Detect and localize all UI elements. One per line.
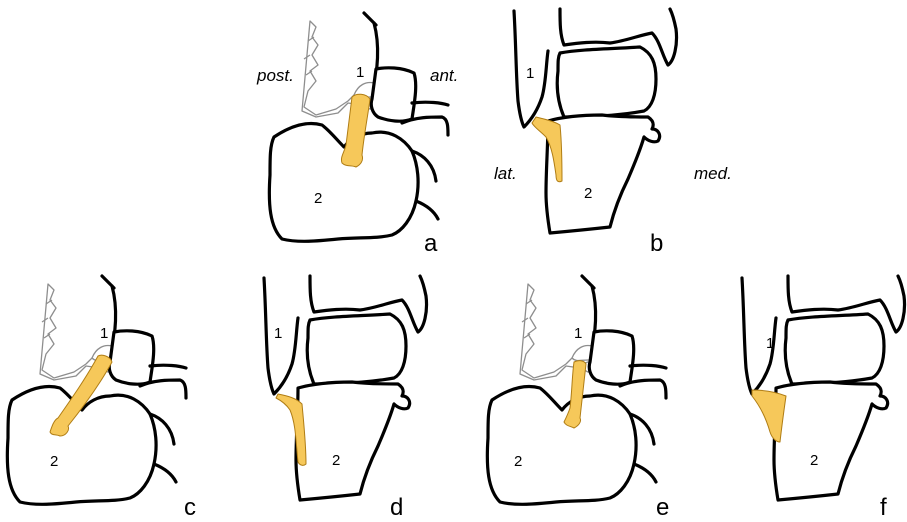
panel-letter-f: f — [880, 494, 887, 521]
panel-letter-b: b — [650, 230, 663, 257]
ligament-f — [752, 390, 786, 442]
panel-letter-d: d — [390, 494, 403, 521]
label-medial: med. — [694, 164, 732, 183]
ligament-d — [276, 394, 306, 465]
panel-letter-a: a — [424, 230, 438, 257]
bone-label-2: 2 — [50, 453, 58, 470]
bone-label-2: 2 — [332, 452, 340, 469]
panel-c: 1 2 c — [7, 276, 196, 521]
panel-f: 1 2 f — [742, 276, 905, 521]
panel-letter-e: e — [656, 494, 669, 521]
panel-letter-c: c — [184, 494, 196, 521]
bone-label-2: 2 — [314, 190, 322, 207]
bone-label-1: 1 — [766, 335, 774, 352]
bone-label-1: 1 — [356, 64, 364, 81]
bone-label-2: 2 — [810, 452, 818, 469]
bone-label-2: 2 — [514, 453, 522, 470]
bone-label-1: 1 — [100, 325, 108, 342]
panel-a: 1 2 a — [269, 13, 448, 257]
panel-e: 1 2 e — [487, 276, 669, 521]
bone-label-1: 1 — [526, 65, 534, 82]
label-lateral: lat. — [494, 164, 517, 183]
bone-label-1: 1 — [574, 325, 582, 342]
label-posterior: post. — [256, 66, 294, 85]
bone-label-2: 2 — [584, 185, 592, 202]
panel-d: 1 2 d — [264, 276, 427, 521]
label-anterior: ant. — [430, 66, 458, 85]
panel-b: 1 2 b — [514, 9, 677, 257]
bone-label-1: 1 — [274, 325, 282, 342]
